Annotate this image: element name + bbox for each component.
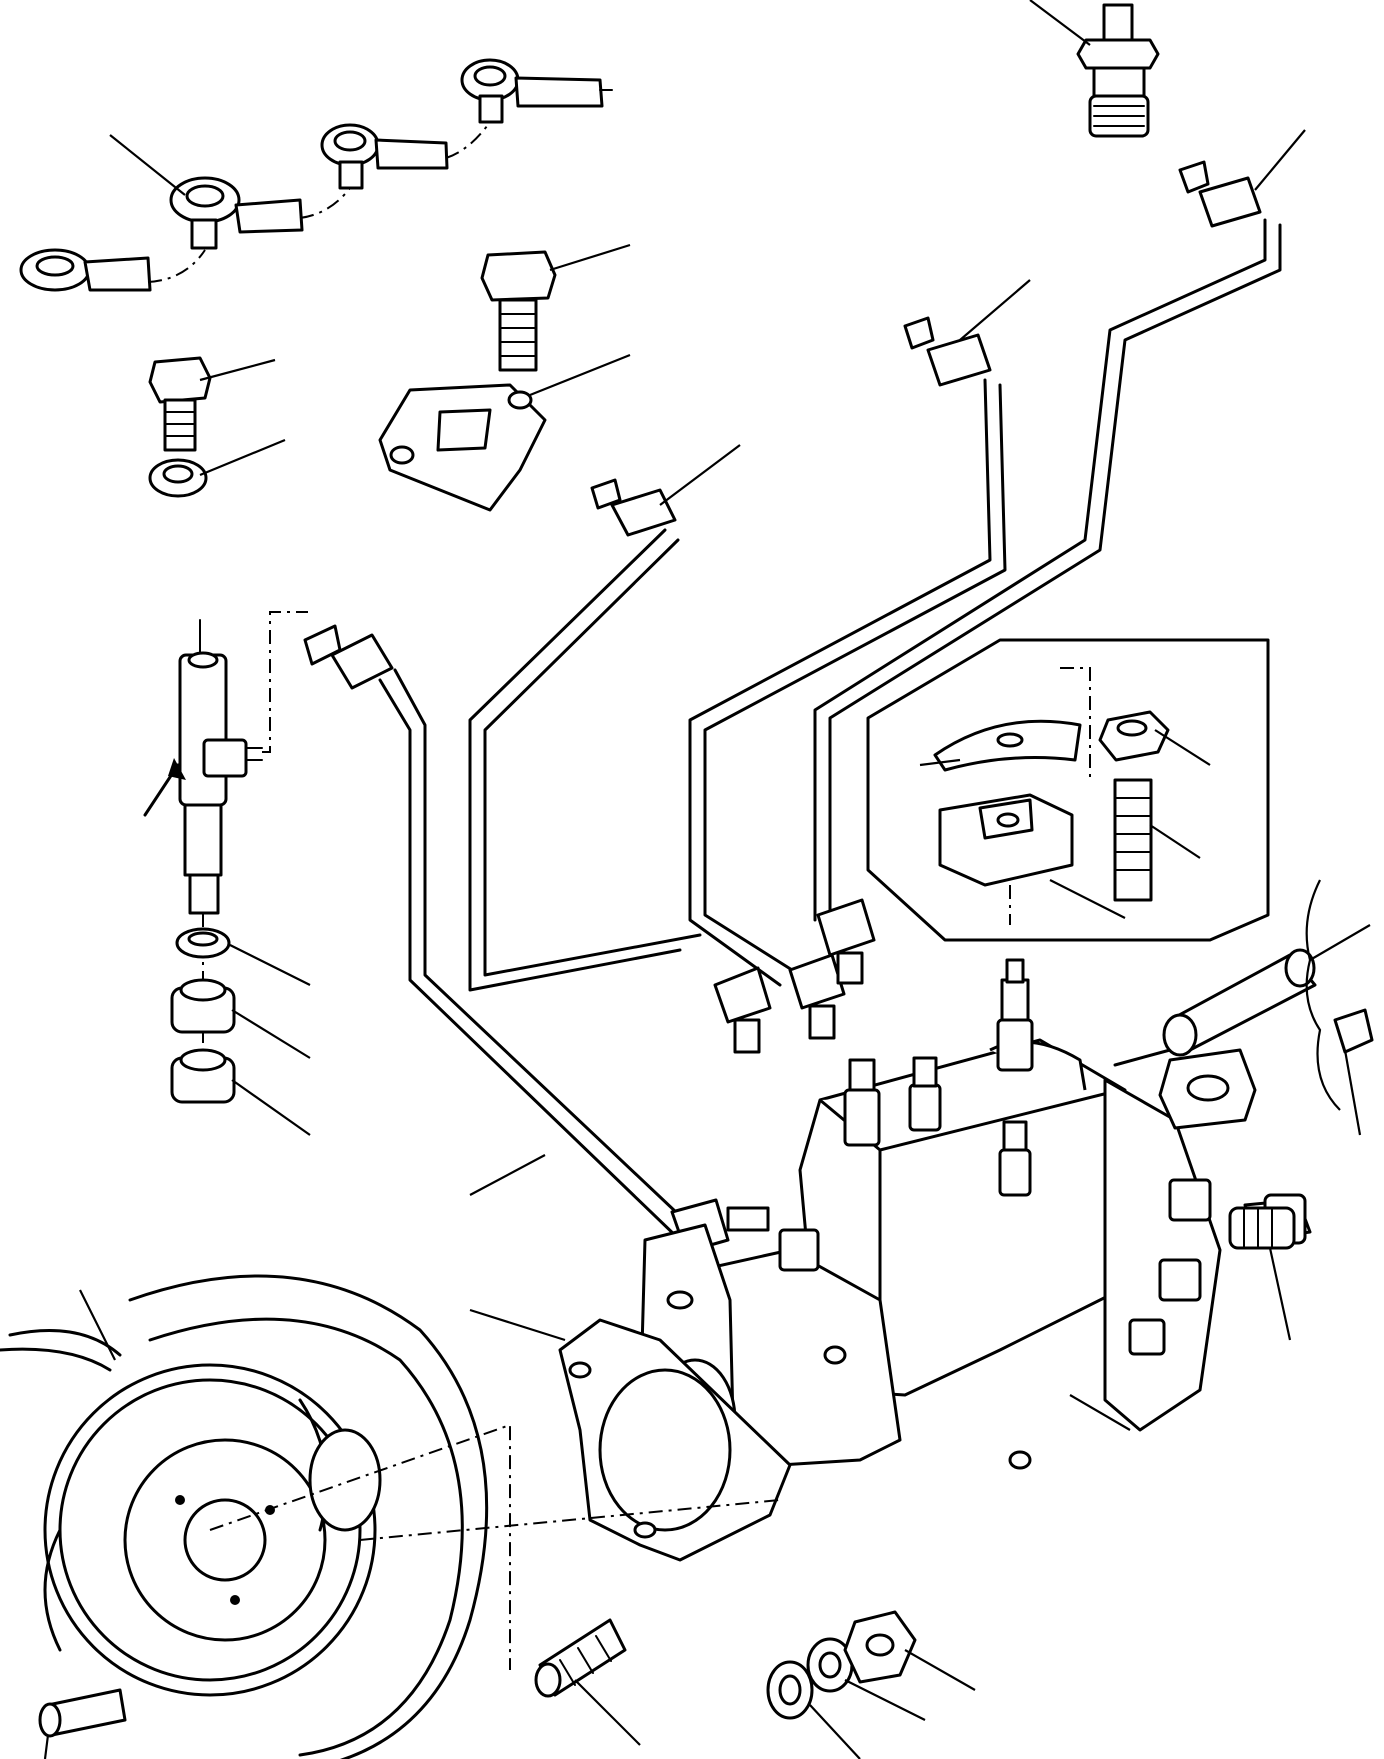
pump-flange-gasket (558, 1318, 792, 1562)
fuel-inlet-pipe (1162, 879, 1374, 1111)
banjo-union-adaptor (1228, 1206, 1296, 1250)
hex-bolt-and-washer (148, 356, 212, 498)
injection-pump (638, 958, 1312, 1512)
callout-leaders (43, 0, 1371, 1759)
leak-off-banjo-fittings (19, 58, 613, 292)
injector-clamp-bracket (378, 250, 557, 512)
inset-detail-clamp (866, 638, 1270, 942)
injector-nozzle (143, 611, 308, 1104)
timing-gear-and-housing (0, 1274, 781, 1759)
adaptor-union-fitting (1076, 3, 1160, 138)
injection-pipes (303, 160, 1282, 1254)
stud-washer-nut (534, 1610, 917, 1720)
